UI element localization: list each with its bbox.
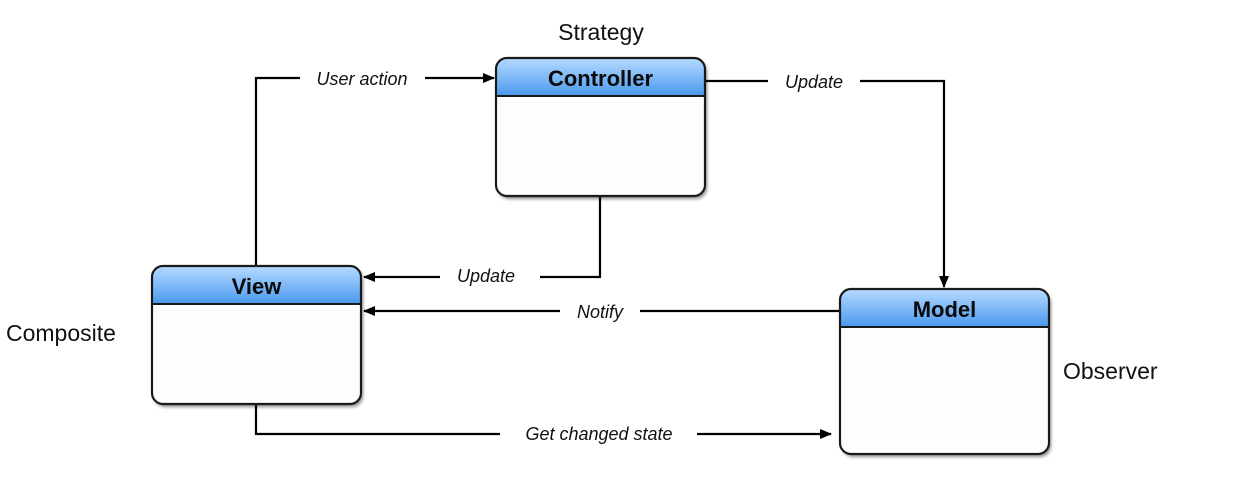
edge-controller-update-view: Update <box>363 197 602 286</box>
view-title: View <box>232 274 283 299</box>
edge-label-update-model: Update <box>785 72 843 92</box>
edge-label-get-changed-state: Get changed state <box>525 424 672 444</box>
observer-label: Observer <box>1063 358 1158 384</box>
edge-label-user-action: User action <box>316 69 407 89</box>
edge-controller-update-model: Update <box>706 72 949 288</box>
edge-notify: Notify <box>363 302 839 322</box>
strategy-label: Strategy <box>558 19 644 45</box>
model-box: Model <box>838 287 1051 456</box>
edge-label-update-view: Update <box>457 266 515 286</box>
controller-title: Controller <box>548 66 654 91</box>
controller-box: Controller <box>494 56 707 198</box>
edge-get-changed-state: Get changed state <box>254 405 832 444</box>
edge-user-action: User action <box>254 69 495 265</box>
view-box: View <box>150 264 363 406</box>
model-title: Model <box>913 297 977 322</box>
composite-label: Composite <box>6 320 116 346</box>
edge-label-notify: Notify <box>577 302 624 322</box>
